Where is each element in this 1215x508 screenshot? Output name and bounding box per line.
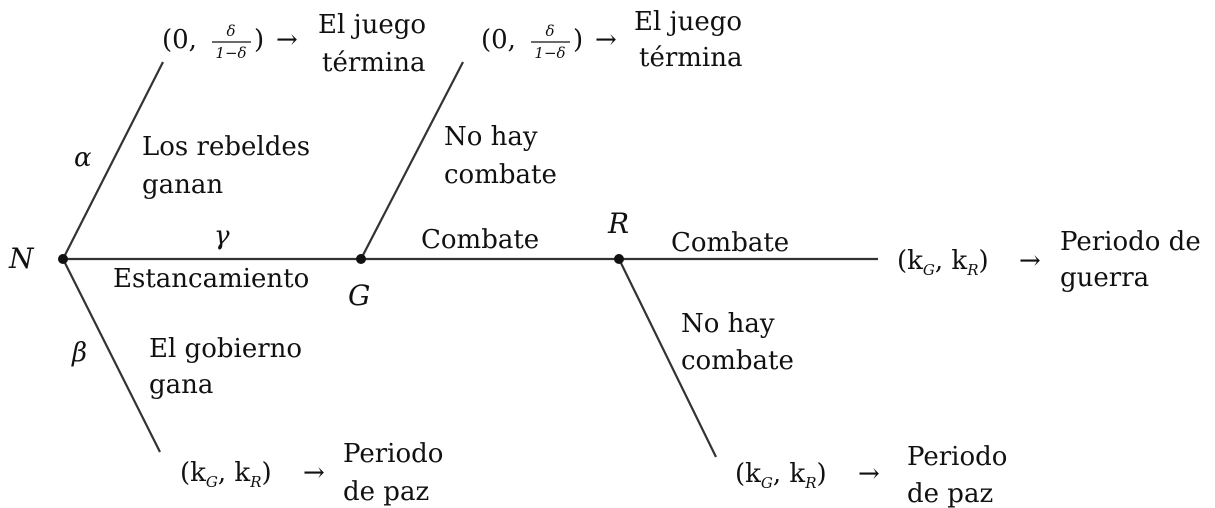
- payoff-frac-num: δ: [226, 22, 235, 40]
- branch-r-no-fight-line1: No hay: [681, 309, 775, 339]
- prob-gamma: γ: [214, 221, 230, 251]
- outcome-game-ends-2-line1: El juego: [634, 7, 742, 37]
- payoff-r-fight: (kG, kR) →: [897, 246, 1041, 279]
- payoff-g-no-fight: (0, δ 1−δ ) →: [481, 22, 617, 62]
- outcome-game-ends-2-line2: términa: [639, 43, 742, 73]
- outcome-peace-2-line1: Periodo: [907, 442, 1007, 472]
- branch-government-wins-line1: El gobierno: [149, 334, 302, 364]
- outcome-game-ends-1-line1: El juego: [318, 10, 426, 40]
- outcome-war-line2: guerra: [1060, 263, 1149, 293]
- payoff-rebels-win: (0, δ 1−δ ) →: [162, 22, 298, 62]
- branch-g-no-fight-line2: combate: [444, 160, 557, 190]
- outcome-peace-1-line1: Periodo: [343, 439, 443, 469]
- payoff-kgkr: (kG, kR): [897, 246, 989, 279]
- edge-g-no-fight: [360, 61, 464, 260]
- branch-stalemate: Estancamiento: [113, 264, 309, 294]
- node-g-dot: [356, 254, 366, 264]
- outcome-game-ends-1-line2: términa: [322, 48, 425, 78]
- node-r-dot: [614, 254, 624, 264]
- edge-r-no-fight: [618, 258, 717, 458]
- node-n-dot: [58, 254, 68, 264]
- payoff-r-no-fight: (kG, kR) →: [735, 459, 880, 492]
- payoff-kgkr: (kG, kR): [735, 459, 827, 492]
- branch-r-fight: Combate: [671, 228, 789, 258]
- payoff-kgkr: (kG, kR): [180, 458, 272, 491]
- outcome-war-line1: Periodo de: [1060, 227, 1201, 257]
- branch-rebels-win-line2: ganan: [142, 170, 223, 200]
- node-g-label: G: [348, 279, 370, 312]
- prob-beta: β: [71, 338, 87, 368]
- branch-g-fight: Combate: [421, 225, 539, 255]
- branch-g-no-fight-line1: No hay: [444, 122, 538, 152]
- payoff-arrow: →: [303, 458, 325, 488]
- payoff-open: (0,: [481, 25, 516, 55]
- payoff-close: ): [254, 25, 264, 55]
- node-r-label: R: [607, 207, 629, 240]
- edge-n-government-wins: [62, 258, 161, 453]
- branch-r-no-fight-line2: combate: [681, 346, 794, 376]
- payoff-arrow: →: [276, 25, 298, 55]
- payoff-arrow: →: [858, 459, 880, 489]
- payoff-government-wins: (kG, kR) →: [180, 458, 325, 491]
- edge-n-rebels-win: [62, 61, 164, 260]
- node-n-label: N: [8, 242, 35, 275]
- payoff-close: ): [573, 25, 583, 55]
- payoff-arrow: →: [595, 25, 617, 55]
- prob-alpha: α: [74, 143, 92, 173]
- branch-rebels-win-line1: Los rebeldes: [142, 132, 310, 162]
- branch-government-wins-line2: gana: [149, 370, 213, 400]
- payoff-arrow: →: [1019, 246, 1041, 276]
- payoff-frac-num: δ: [545, 22, 554, 40]
- payoff-frac-den: 1−δ: [534, 44, 565, 62]
- outcome-peace-2-line2: de paz: [907, 479, 993, 508]
- payoff-frac-den: 1−δ: [215, 44, 246, 62]
- outcome-peace-1-line2: de paz: [343, 477, 429, 507]
- payoff-open: (0,: [162, 25, 197, 55]
